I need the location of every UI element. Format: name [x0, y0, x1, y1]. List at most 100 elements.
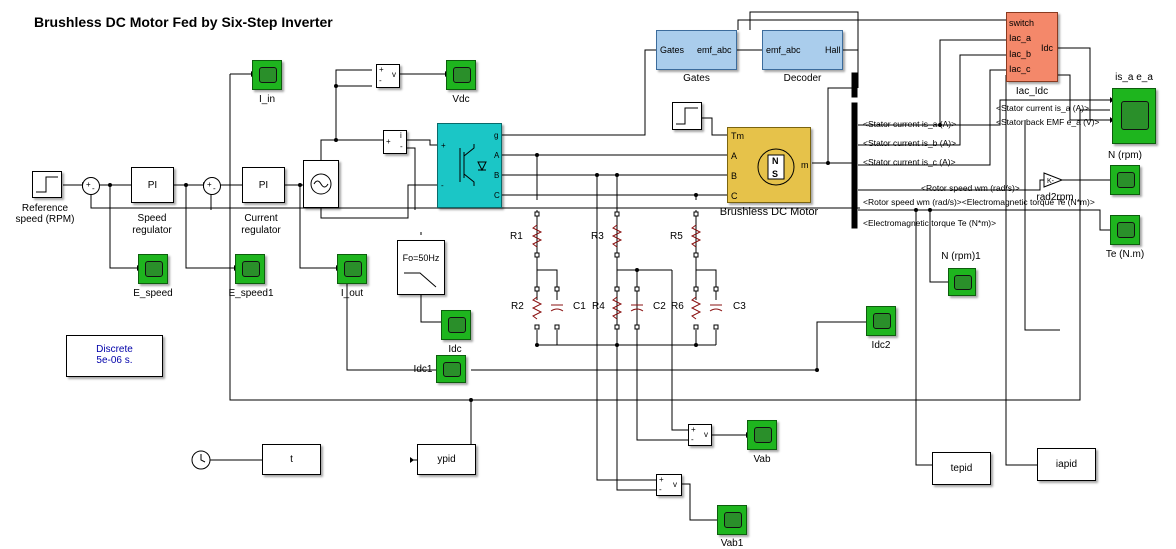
current-pi-block[interactable]: PI	[242, 167, 285, 203]
igbt-icon	[459, 144, 487, 186]
scope-i-out[interactable]	[337, 254, 367, 284]
switch-port: switch	[1009, 18, 1035, 28]
minus-sign: -	[400, 142, 403, 151]
scope-e-speed1[interactable]	[235, 254, 265, 284]
idc-port: Idc	[1041, 43, 1054, 53]
svg-text:K-: K-	[1047, 178, 1055, 185]
c2-label: C2	[653, 301, 666, 312]
ac-source-icon	[310, 173, 332, 195]
scope-e-speed[interactable]	[138, 254, 168, 284]
to-workspace-tepid[interactable]: tepid	[932, 452, 991, 485]
sum-speed-error[interactable]: + -	[82, 177, 100, 195]
current-regulator-label: Current regulator	[241, 213, 281, 236]
decoder-block[interactable]: emf_abc Hall	[762, 30, 843, 70]
signal-is-a: <Stator current is_a (A)>	[863, 119, 957, 129]
scope-n-rpm1[interactable]	[948, 268, 976, 296]
scope-vab[interactable]	[747, 420, 777, 450]
minus-sign: -	[441, 181, 444, 190]
minus-sign: -	[379, 76, 382, 85]
reference-speed-label: Reference speed (RPM)	[15, 203, 75, 225]
reference-step-block[interactable]	[32, 171, 62, 198]
current-measurement[interactable]: + i -	[383, 130, 407, 154]
minus-sign: -	[659, 485, 662, 494]
plus-sign: +	[207, 180, 212, 189]
tepid-label: tepid	[950, 463, 973, 474]
clock-icon[interactable]	[190, 449, 212, 471]
port-g: g	[494, 131, 499, 140]
scope-vdc-label: Vdc	[452, 94, 470, 105]
sum-current-error[interactable]: + -	[203, 177, 221, 195]
ypid-label: ypid	[437, 454, 456, 465]
v-label: v	[392, 70, 396, 79]
iac-a-port: Iac_a	[1009, 33, 1032, 43]
scope-vdc[interactable]	[446, 60, 476, 90]
rad2rpm-gain[interactable]: K-	[1042, 171, 1064, 189]
to-workspace-iapid[interactable]: iapid	[1037, 448, 1096, 481]
scope-vab-label: Vab	[753, 454, 771, 465]
wire	[406, 147, 416, 210]
scope-idc2[interactable]	[866, 306, 896, 336]
scope-idc-label: Idc	[448, 344, 462, 355]
lowpass-filter-block[interactable]: Fo=50Hz	[397, 240, 445, 295]
wire	[749, 11, 859, 72]
speed-regulator-label: Speed regulator	[132, 213, 172, 236]
wire	[471, 321, 866, 371]
dc-voltage-source[interactable]	[303, 160, 339, 208]
discrete-ts-label: 5e-06 s.	[96, 355, 133, 366]
hall-port: Hall	[825, 45, 841, 55]
to-workspace-ypid[interactable]: ypid	[417, 444, 476, 475]
scope-vab1[interactable]	[717, 505, 747, 535]
brushless-dc-motor[interactable]: Tm A B C m N S	[727, 127, 811, 203]
port-a: A	[494, 151, 500, 160]
wire	[858, 99, 1110, 126]
scope-i-in-label: I_in	[258, 94, 276, 105]
r6-label: R6	[671, 301, 684, 312]
scope-is-a-e-a[interactable]	[1112, 88, 1156, 144]
wire	[1058, 47, 1091, 120]
wire	[827, 87, 852, 163]
iac-b-port: Iac_b	[1009, 49, 1032, 59]
vab1-measurement[interactable]: + - v	[656, 474, 682, 496]
scope-i-in[interactable]	[252, 60, 282, 90]
speed-pi-block[interactable]: PI	[131, 167, 174, 203]
pi-label: PI	[258, 180, 269, 191]
wire	[185, 185, 234, 269]
to-workspace-t[interactable]: t	[262, 444, 321, 475]
plus-sign: +	[386, 137, 391, 146]
wire	[915, 210, 932, 466]
port-b: B	[494, 171, 500, 180]
scope-idc1[interactable]	[436, 355, 466, 383]
r4-label: R4	[592, 301, 605, 312]
six-step-inverter[interactable]: g A B C + -	[437, 123, 502, 208]
r1-label: R1	[510, 231, 523, 242]
motor-icon	[757, 148, 795, 186]
scope-n-rpm[interactable]	[1110, 165, 1140, 195]
signal-te: <Electromagnetic torque Te (N*m)>	[863, 218, 997, 228]
scope-idc[interactable]	[441, 310, 471, 340]
wire	[502, 49, 656, 136]
gates-block[interactable]: Gates emf_abc	[656, 30, 737, 70]
voltage-measurement[interactable]: + - v	[376, 64, 400, 88]
wire	[299, 185, 336, 269]
wire	[696, 269, 717, 300]
wire	[537, 269, 558, 300]
iac-idc-block[interactable]: switch Iac_a Iac_b Iac_c Idc	[1006, 12, 1058, 82]
c-port: C	[731, 191, 738, 201]
plus-sign: +	[659, 475, 664, 484]
c1-label: C1	[573, 301, 586, 312]
scope-te-label: Te (N.m)	[1105, 249, 1145, 260]
gates-label: Gates	[683, 73, 710, 84]
wire	[939, 39, 1006, 125]
vab-measurement[interactable]: + - v	[688, 424, 712, 446]
tm-port: Tm	[731, 131, 744, 141]
torque-step-block[interactable]	[672, 102, 702, 130]
decoder-label: Decoder	[783, 73, 822, 84]
iac-c-port: Iac_c	[1009, 64, 1031, 74]
powergui-discrete-block[interactable]: Discrete 5e-06 s.	[66, 335, 163, 377]
scope-te[interactable]	[1110, 215, 1140, 245]
wire	[335, 69, 372, 140]
scope-vab1-label: Vab1	[720, 538, 744, 549]
plus-sign: +	[691, 425, 696, 434]
